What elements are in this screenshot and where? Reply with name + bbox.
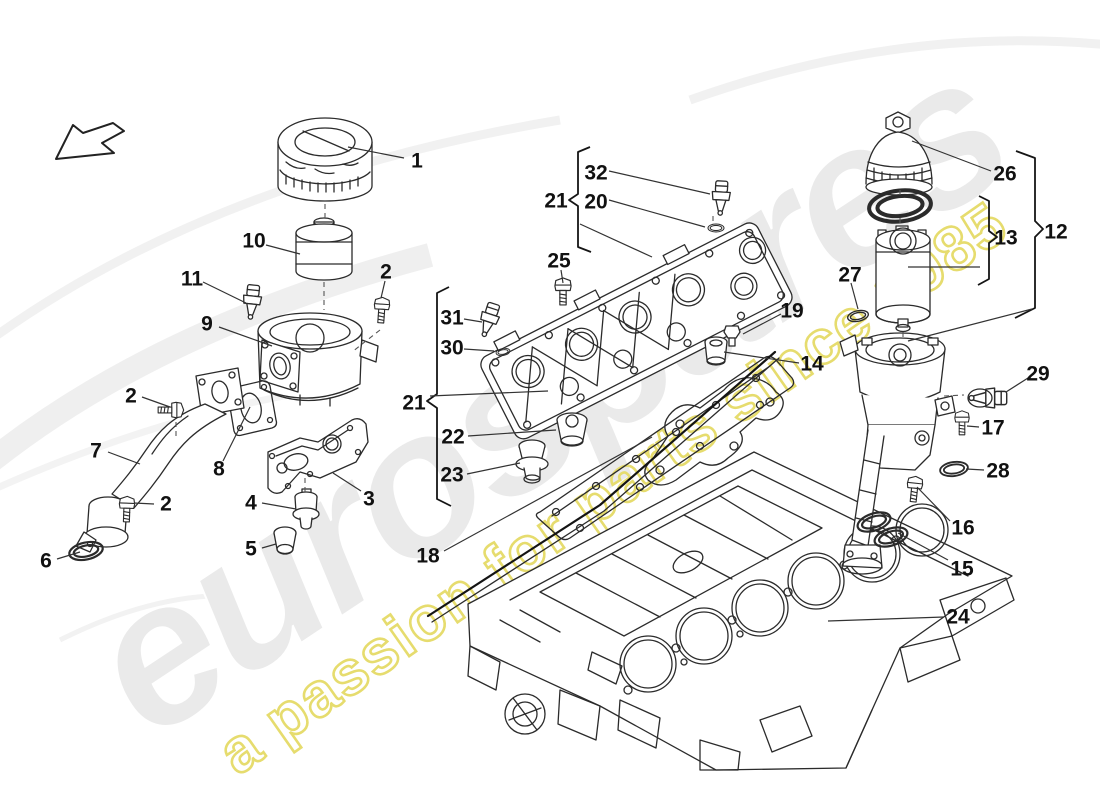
callout-30[interactable]: 30 [440, 337, 463, 360]
callout-4[interactable]: 4 [245, 492, 257, 515]
o-ring-part [938, 459, 970, 479]
gasket-plate-part [267, 418, 369, 494]
callout-11[interactable]: 11 [181, 268, 204, 291]
callout-24[interactable]: 24 [946, 606, 970, 629]
cap-part [273, 526, 297, 555]
callout-20[interactable]: 20 [584, 191, 607, 214]
cap-part [556, 412, 588, 447]
bolt-part [904, 475, 924, 504]
long-seal-part [426, 350, 780, 623]
callout-29[interactable]: 29 [1026, 363, 1049, 386]
callout-14[interactable]: 14 [800, 353, 824, 376]
cover-gasket-part [535, 355, 795, 541]
leader-lines [56, 140, 1033, 622]
callout-labels: 1 10 11 2 9 2 7 2 6 8 4 5 3 25 21 32 20 … [40, 150, 1068, 629]
breather-part [515, 439, 549, 484]
oil-pressure-sensor-part [967, 387, 1008, 409]
callout-21[interactable]: 21 [402, 392, 426, 415]
callout-19[interactable]: 19 [780, 300, 803, 323]
oil-filter-element-part [295, 217, 353, 281]
callout-17[interactable]: 17 [981, 417, 1004, 440]
callout-26[interactable]: 26 [993, 163, 1016, 186]
oil-pipe-part [75, 367, 245, 553]
plug-part [723, 325, 741, 347]
callout-25[interactable]: 25 [547, 250, 571, 273]
inner-gasket-part [644, 377, 784, 486]
callout-31[interactable]: 31 [440, 307, 464, 330]
callout-22[interactable]: 22 [441, 426, 464, 449]
callout-15[interactable]: 15 [950, 558, 974, 581]
group-brackets [426, 146, 1044, 507]
callout-2[interactable]: 2 [125, 385, 137, 408]
engine-block-part [467, 451, 1015, 771]
direction-arrow-icon [55, 122, 125, 160]
filter-cap-part [865, 111, 933, 196]
callout-21[interactable]: 21 [544, 190, 568, 213]
boss-part [704, 336, 728, 366]
callout-12[interactable]: 12 [1044, 221, 1067, 244]
callout-27[interactable]: 27 [838, 264, 861, 287]
callout-2[interactable]: 2 [160, 493, 172, 516]
callout-7[interactable]: 7 [90, 440, 102, 463]
assembly-axis-lines [175, 190, 965, 494]
callout-16[interactable]: 16 [951, 517, 974, 540]
callout-9[interactable]: 9 [201, 313, 213, 336]
callout-28[interactable]: 28 [986, 460, 1010, 483]
plug-part [292, 488, 320, 530]
callout-13[interactable]: 13 [994, 227, 1017, 250]
bolt-part [954, 410, 970, 436]
callout-32[interactable]: 32 [584, 162, 607, 185]
callout-18[interactable]: 18 [416, 545, 440, 568]
callout-6[interactable]: 6 [40, 550, 52, 573]
callout-3[interactable]: 3 [363, 488, 375, 511]
filter-cartridge-part [875, 225, 931, 333]
callout-5[interactable]: 5 [245, 538, 257, 561]
callout-8[interactable]: 8 [213, 458, 225, 481]
oil-filler-cap-part [277, 117, 373, 202]
callout-23[interactable]: 23 [440, 464, 463, 487]
callout-10[interactable]: 10 [242, 230, 265, 253]
callout-1[interactable]: 1 [411, 150, 423, 173]
cylinder-head-cover-part [480, 222, 793, 440]
oil-filter-bracket-part [839, 332, 956, 575]
bolt-part [372, 296, 391, 324]
callout-2[interactable]: 2 [380, 261, 392, 284]
